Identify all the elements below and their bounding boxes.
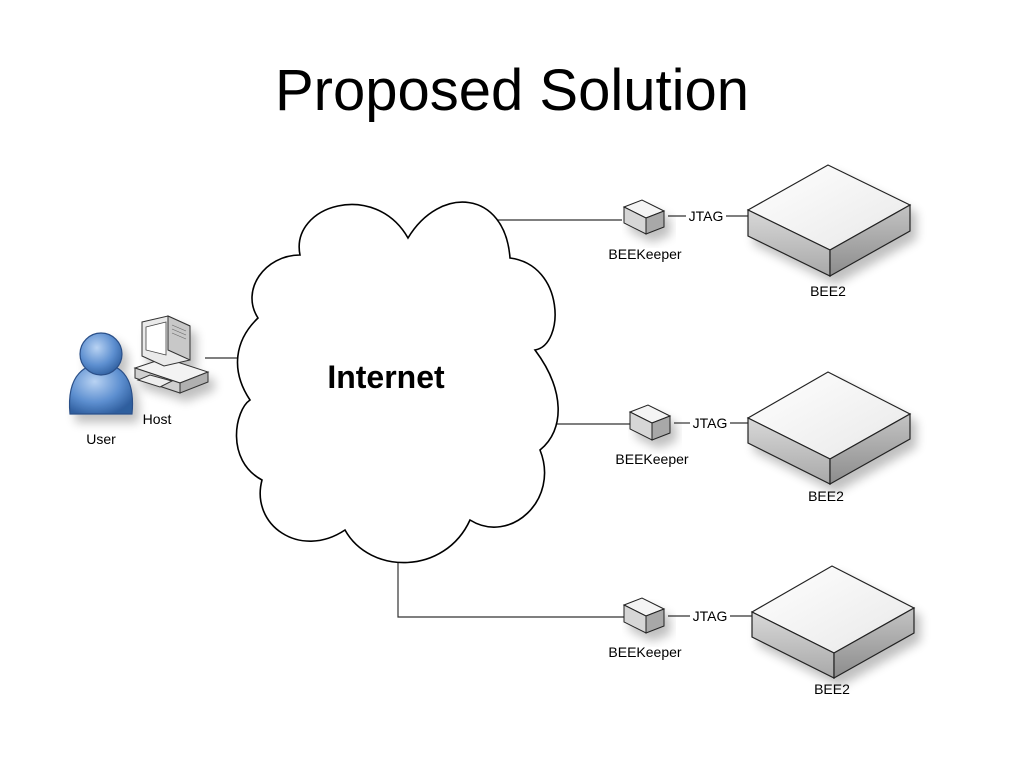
connection-lines — [205, 215, 752, 618]
jtag-2-label: JTAG — [693, 415, 728, 431]
bee2-board-3-icon — [750, 565, 916, 680]
beekeeper-2-icon — [628, 404, 672, 441]
user-label: User — [86, 431, 116, 447]
beekeeper-1-label: BEEKeeper — [608, 246, 681, 262]
bee2-board-2-icon — [746, 371, 912, 486]
beekeeper-3-icon — [622, 597, 666, 634]
bee2-board-1-label: BEE2 — [810, 283, 846, 299]
beekeeper-2-label: BEEKeeper — [615, 451, 688, 467]
bee2-board-3-label: BEE2 — [814, 681, 850, 697]
internet-cloud: Internet — [235, 201, 559, 564]
beekeeper-1-icon — [622, 199, 666, 235]
bee2-board-1-icon — [746, 164, 912, 278]
bee2-board-2-label: BEE2 — [808, 488, 844, 504]
host-computer-icon — [133, 315, 210, 394]
slide-title: Proposed Solution — [275, 58, 749, 123]
jtag-3-label: JTAG — [693, 608, 728, 624]
cloud-to-keeper-3-line — [397, 562, 624, 618]
host-label: Host — [143, 411, 172, 427]
cloud-shape — [235, 201, 559, 564]
cloud-label: Internet — [327, 359, 445, 395]
user-icon — [68, 332, 134, 415]
jtag-1-label: JTAG — [689, 208, 724, 224]
beekeeper-3-label: BEEKeeper — [608, 644, 681, 660]
